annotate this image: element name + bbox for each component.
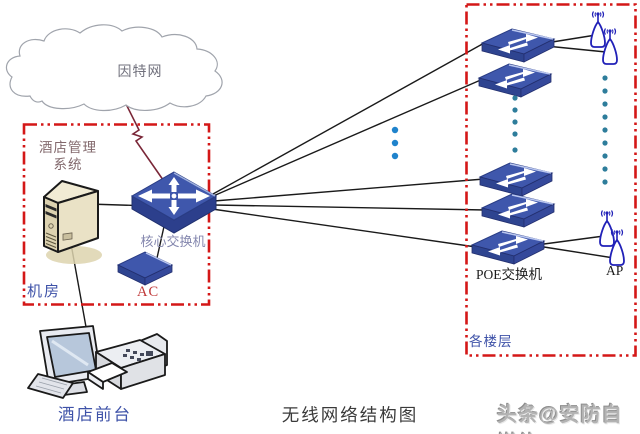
wireless-ap-antenna-icon-4 — [609, 228, 625, 266]
wireless-ap-antenna-icon-3 — [599, 209, 615, 247]
link-poe1-ap2 — [545, 45, 607, 53]
hotel-system-label: 酒店管理 系统 — [39, 140, 97, 172]
poe-switch-label: POE交换机 — [476, 267, 543, 282]
poe-switch-icon-3 — [479, 162, 553, 197]
ac-controller-icon — [116, 251, 174, 286]
diagram-title: 无线网络结构图 — [281, 405, 419, 425]
front-desk-label: 酒店前台 — [58, 405, 132, 424]
link-core-poe2 — [210, 78, 484, 198]
ac-label: AC — [137, 284, 160, 300]
poe-switch-icon-4 — [481, 193, 555, 228]
front-desk-computer-icon — [27, 325, 168, 399]
machine-room-zone — [22, 123, 211, 306]
ap-label: AP — [606, 263, 624, 278]
poe-switch-icon-2 — [478, 63, 552, 98]
ellipsis-dots-core-links — [391, 126, 399, 160]
link-poe5-ap4 — [543, 246, 615, 259]
poe-switch-icon-5 — [471, 230, 545, 265]
internet-cloud-icon — [5, 24, 223, 112]
floors-zone — [465, 3, 637, 357]
machine-room-label: 机房 — [27, 284, 62, 300]
link-poe5-ap3 — [543, 235, 605, 245]
server-tower-icon — [43, 180, 102, 264]
poe-switch-icon-1 — [481, 28, 555, 63]
link-lines — [65, 34, 615, 339]
link-core-poe1 — [212, 41, 487, 195]
link-core-poe3 — [213, 178, 485, 202]
link-internet-core — [118, 89, 169, 188]
ellipsis-dots-ap-column — [602, 75, 608, 185]
watermark: 头条@安防自媒体 — [497, 404, 623, 434]
link-core-poe5 — [211, 208, 477, 248]
wireless-ap-antenna-icon-1 — [590, 10, 606, 48]
core-switch-icon — [130, 171, 218, 234]
link-core-poe4 — [213, 204, 487, 211]
core-switch-label: 核心交换机 — [140, 234, 206, 249]
ellipsis-dots-poe-column — [512, 95, 518, 153]
internet-label: 因特网 — [117, 65, 163, 80]
floors-label: 各楼层 — [469, 334, 513, 349]
